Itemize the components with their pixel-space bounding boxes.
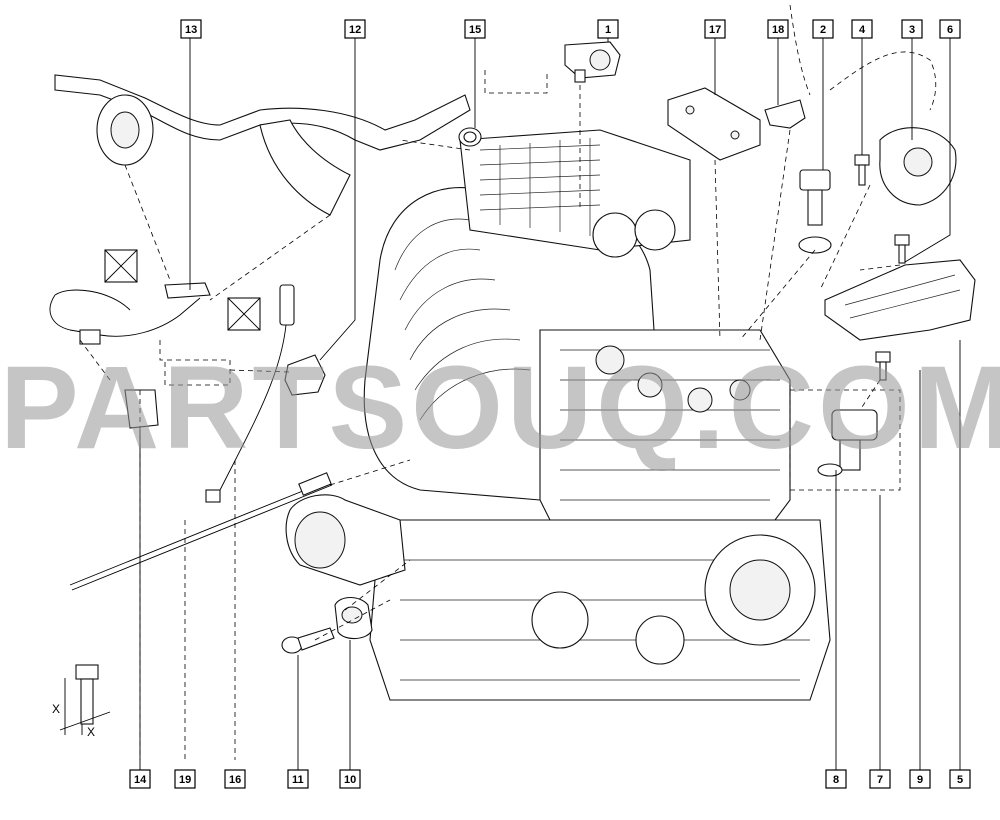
svg-text:9: 9	[917, 774, 923, 786]
callout-3: 3	[901, 19, 923, 39]
callout-9: 9	[909, 769, 931, 789]
svg-text:18: 18	[772, 24, 784, 36]
part-9-bolt	[875, 351, 891, 381]
engine-assembly	[285, 129, 831, 701]
svg-text:16: 16	[229, 774, 241, 786]
part-3-oxygen-sensor	[829, 51, 957, 206]
callout-11: 11	[287, 769, 309, 789]
svg-text:14: 14	[134, 774, 147, 786]
warning-panel-left	[104, 249, 138, 283]
svg-text:2: 2	[820, 24, 826, 36]
callout-5: 5	[949, 769, 971, 789]
part-14-bracket	[79, 329, 159, 429]
callout-12: 12	[344, 19, 366, 39]
callout-18: 18	[767, 19, 789, 39]
callout-4: 4	[851, 19, 873, 39]
callout-2: 2	[812, 19, 834, 39]
callout-6: 6	[939, 19, 961, 39]
part-11-bolt	[281, 627, 335, 654]
warning-panel-middle	[227, 297, 261, 331]
part-16-sensor	[205, 284, 295, 503]
svg-text:8: 8	[833, 774, 839, 786]
dimension-label-diagonal: X	[87, 725, 95, 739]
callout-16: 16	[224, 769, 246, 789]
svg-text:3: 3	[909, 24, 915, 36]
callout-1: 1	[597, 19, 619, 39]
svg-text:1: 1	[605, 24, 611, 36]
part-15-o-ring	[458, 127, 482, 147]
svg-text:19: 19	[179, 774, 191, 786]
part-2-camshaft-sensor	[798, 169, 832, 254]
dimension-bolt-drawing	[59, 664, 111, 735]
callout-19: 19	[174, 769, 196, 789]
part-19-dipstick	[69, 472, 333, 591]
svg-text:10: 10	[344, 774, 356, 786]
svg-text:5: 5	[957, 774, 963, 786]
callout-15: 15	[464, 19, 486, 39]
part-18-clip	[764, 4, 811, 129]
part-17-bracket	[667, 87, 761, 161]
svg-text:11: 11	[292, 774, 304, 786]
callout-8: 8	[825, 769, 847, 789]
svg-text:12: 12	[349, 24, 361, 36]
part-10-knock-sensor	[334, 596, 373, 640]
callout-7: 7	[869, 769, 891, 789]
exhaust-pipe	[54, 74, 471, 216]
part-6-bolt	[894, 234, 910, 264]
callout-14: 14	[129, 769, 151, 789]
callout-13: 13	[180, 19, 202, 39]
part-1-sensor	[564, 41, 621, 83]
svg-text:6: 6	[947, 24, 953, 36]
leader-lines	[79, 30, 961, 770]
part-5-heat-shield	[824, 259, 976, 341]
svg-text:7: 7	[877, 774, 883, 786]
part-4-bolt	[854, 154, 870, 186]
svg-text:13: 13	[185, 24, 197, 36]
part-12-sensor	[284, 354, 326, 396]
svg-text:4: 4	[859, 24, 866, 36]
svg-text:17: 17	[709, 24, 721, 36]
dimension-label-vertical: X	[52, 702, 60, 716]
part-13-oxygen-sensor	[49, 282, 211, 337]
part-8-crankshaft-sensor	[817, 409, 878, 477]
svg-text:15: 15	[469, 24, 481, 36]
callout-10: 10	[339, 769, 361, 789]
callout-17: 17	[704, 19, 726, 39]
